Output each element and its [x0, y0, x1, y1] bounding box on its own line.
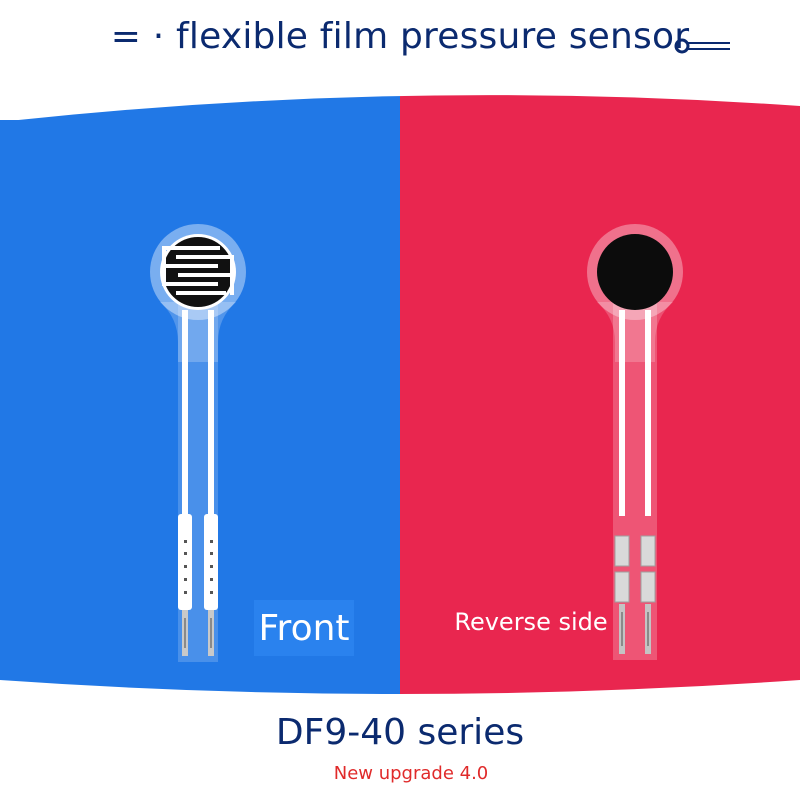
reverse-background-panel — [400, 88, 800, 712]
reverse-sensor-pins — [619, 604, 651, 654]
interdigital-electrode-pattern — [160, 234, 236, 310]
series-name: DF9-40 series — [275, 712, 525, 753]
reverse-sensor-image — [587, 224, 683, 660]
front-sensor-connector-dots — [184, 540, 213, 594]
pressure-sensing-pad — [597, 234, 673, 310]
reverse-sensor-connector-pads — [614, 535, 656, 603]
header-curve — [0, 0, 800, 120]
reverse-side-label: Reverse side — [454, 608, 608, 636]
reverse-sensor-traces — [619, 310, 651, 516]
page-title: = · flexible film pressure sensor — [110, 16, 690, 57]
ring-with-double-line-icon — [674, 38, 730, 54]
upgrade-note: New upgrade 4.0 — [333, 763, 489, 784]
front-label: Front — [254, 600, 354, 656]
front-sensor-image — [150, 224, 246, 662]
footer-curve — [0, 680, 800, 800]
front-sensor-traces — [178, 310, 218, 610]
front-sensor-pins — [182, 610, 214, 656]
